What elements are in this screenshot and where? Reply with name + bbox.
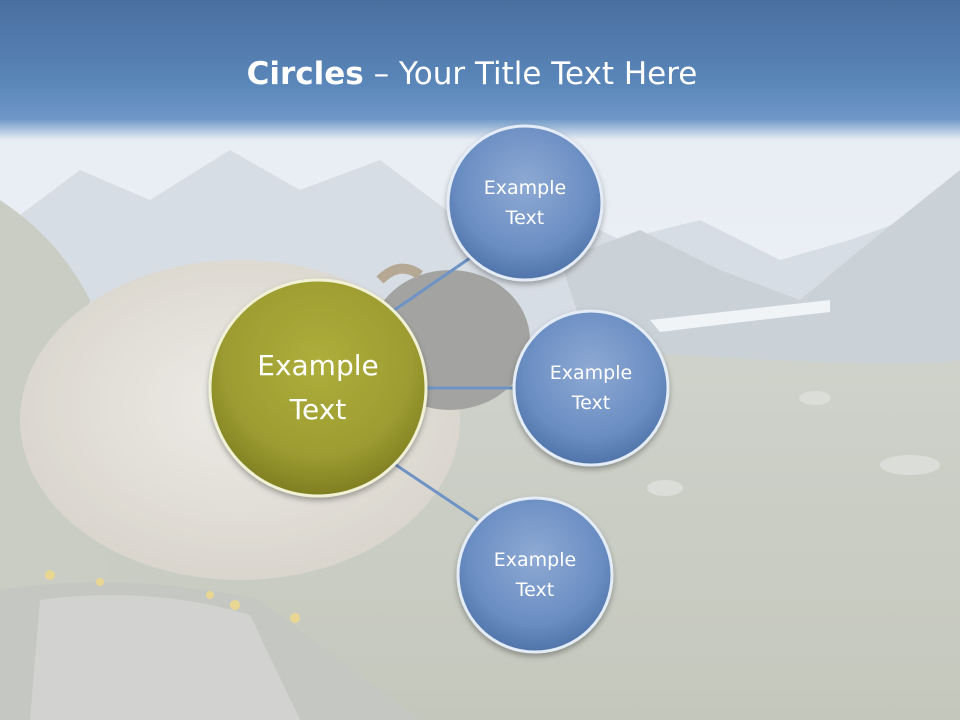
satellite-label-2: Example Text — [549, 362, 633, 414]
center-circle[interactable] — [208, 278, 428, 498]
satellite-label-1: Example Text — [483, 177, 567, 229]
connector-1 — [392, 256, 471, 313]
center-label: Example Text — [257, 349, 379, 426]
header-band — [0, 0, 960, 140]
title-rest: – Your Title Text Here — [363, 56, 698, 92]
satellite-circle-3[interactable] — [456, 496, 614, 654]
satellite-label-3: Example Text — [493, 549, 577, 601]
connector-3 — [392, 461, 479, 522]
slide-title: Circles – Your Title Text Here — [0, 52, 944, 96]
satellite-circle-2[interactable] — [512, 309, 670, 467]
satellite-circle-1[interactable] — [446, 124, 604, 282]
title-bold: Circles — [246, 56, 364, 92]
